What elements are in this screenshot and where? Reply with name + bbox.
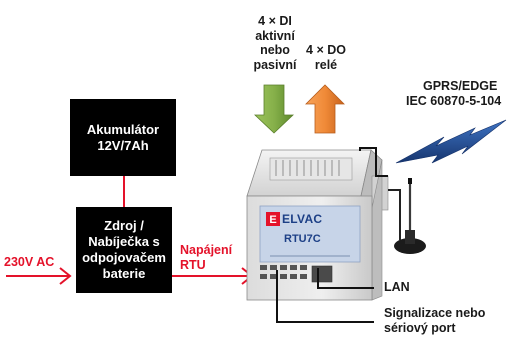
do-label-line1: 4 × DO [306,43,346,57]
di-label-line4: pasivní [253,57,297,72]
charger-line4: baterie [102,266,146,281]
do-label: 4 × DO relé [300,43,352,72]
battery-line1: Akumulátor [86,121,160,137]
antenna-lead [388,189,401,240]
serial-label-line1: Signalizace nebo [384,306,486,320]
charger-line2: Nabíječka s [88,234,160,249]
comm-label-line2: IEC 60870-5-104 [406,93,502,108]
antenna-icon [394,178,426,254]
do-arrow [305,84,345,134]
di-label-line1: 4 × DI [258,14,292,28]
di-label-line2: aktivní [255,28,295,43]
charger-line3: odpojovačem [82,250,166,265]
elvac-logo-icon [266,212,280,226]
gprs-lightning-icon [395,119,507,164]
serial-line [276,270,374,323]
charger-line1: Zdroj / [104,218,144,233]
serial-label: Signalizace nebo sériový port [384,306,509,335]
rtu-device: E [246,149,389,301]
do-label-line2: relé [314,57,338,72]
comm-label-line1: GPRS/EDGE [423,79,498,93]
di-label-line3: nebo [260,43,290,57]
di-label: 4 × DI aktivní nebo pasivní [249,14,301,72]
battery-box: Akumulátor 12V/7Ah [70,99,176,176]
di-arrow [253,84,295,134]
device-brand: ELVAC [282,212,323,226]
mains-label: 230V AC [4,255,55,269]
charger-box: Zdroj / Nabíječka s odpojovačem baterie [76,207,172,293]
device-model: RTU7C [284,233,321,245]
mains-arrow-head [59,267,72,285]
comm-label: GPRS/EDGE IEC 60870-5-104 [406,79,509,108]
antenna-cable [359,147,388,177]
lan-line [317,268,374,289]
supply-label: Napájení RTU [180,243,246,272]
lan-label: LAN [384,280,410,294]
battery-line2: 12V/7Ah [97,137,149,153]
serial-label-line2: sériový port [384,320,456,335]
supply-label-line1: Napájení [180,243,233,257]
svg-text:E: E [269,214,276,226]
supply-label-line2: RTU [180,257,206,272]
